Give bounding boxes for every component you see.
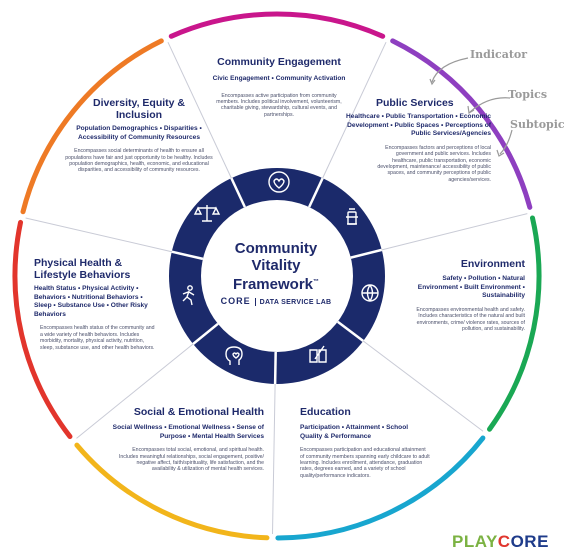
fire-hydrant-icon [346, 208, 358, 225]
arc-diversity [20, 38, 164, 215]
logo-play: PLAY [452, 532, 498, 551]
ring-divider-line [350, 248, 383, 259]
subtopics-arrow [499, 129, 513, 155]
ring-divider-line [307, 177, 324, 208]
logo-c: C [497, 532, 511, 551]
subtopics-arrowhead [496, 149, 505, 157]
segment-description: Encompasses participation and educationa… [300, 447, 430, 479]
segment-divider-line [381, 213, 528, 251]
indicator-arrowhead [429, 78, 436, 86]
segment-divider-line [25, 217, 172, 253]
core-divider [254, 298, 256, 307]
arc-physical-health [12, 219, 73, 440]
framework-title-line1: Community [234, 240, 318, 257]
head-heart-icon [225, 346, 243, 365]
globe-icon [361, 284, 379, 302]
framework-title-line2: Vitality [251, 257, 301, 274]
segment-topics: Safety • Pollution • Natural Environment… [417, 275, 525, 300]
segment-divider-line [167, 41, 232, 179]
arc-public-services [390, 38, 533, 210]
segment-title: Community Engagement [217, 56, 341, 68]
segment-divider-line [76, 343, 194, 439]
arc-social-emotional [74, 442, 270, 541]
segment-divider-line [271, 383, 276, 534]
annotation-arrows [429, 57, 513, 157]
core-logo-text: CORE [220, 296, 251, 306]
handshake-heart-icon [268, 171, 290, 193]
running-person-icon [182, 285, 195, 306]
center-disc [201, 200, 353, 352]
segment-title: Social & Emotional Health [133, 406, 264, 418]
segment-topics: Participation • Attainment • School Qual… [300, 424, 409, 440]
segment-environment: Environment Safety • Pollution • Natural… [408, 258, 525, 332]
logo-ore: ORE [510, 532, 549, 551]
segment-public-services: Public Services Healthcare • Public Tran… [346, 97, 491, 183]
inner-ring-dividers [171, 177, 383, 385]
topics-arrow [469, 97, 511, 113]
segment-divider-line [322, 41, 387, 179]
framework-title-line3: Framework [232, 276, 314, 293]
ring-divider-line [273, 351, 277, 385]
topics-annotation: Topics [508, 88, 548, 101]
segment-divider-line [362, 340, 484, 432]
segment-community-engagement: Community Engagement Civic Engagement • … [200, 56, 358, 118]
indicator-arrow [431, 57, 469, 83]
segment-description: Encompasses total social, emotional, and… [118, 447, 264, 473]
segment-description: Encompasses health status of the communi… [40, 325, 155, 351]
segment-description: Encompasses active participation from co… [216, 92, 342, 118]
segment-description: Encompasses environmental health and saf… [416, 306, 525, 332]
ring-divider-line [192, 322, 219, 345]
ring-divider-line [336, 320, 365, 342]
segment-description: Encompasses social determinants of healt… [65, 148, 213, 174]
segment-topics: Social Wellness • Emotional Wellness • S… [112, 424, 264, 440]
framework-title-line3-wrap: Framework™ [210, 274, 342, 293]
outer-color-arcs [12, 11, 542, 541]
segment-title: Education [300, 406, 351, 418]
segment-education: Education Participation • Attainment • S… [300, 406, 430, 479]
segment-dividers [25, 41, 528, 534]
segment-title: Physical Health & Lifestyle Behaviors [34, 257, 131, 281]
indicator-annotation: Indicator [470, 48, 528, 61]
segment-title: Diversity, Equity & Inclusion [93, 97, 185, 121]
ring-divider-line [230, 177, 247, 208]
segment-topics: Health Status • Physical Activity • Beha… [34, 285, 148, 318]
ring-divider-line [171, 250, 204, 261]
segment-physical-health: Physical Health & Lifestyle Behaviors He… [34, 257, 158, 351]
trademark-mark: ™ [313, 279, 320, 285]
book-pencil-icon [309, 345, 327, 363]
arc-education [275, 435, 486, 541]
segment-description: Encompasses factors and perceptions of l… [377, 144, 491, 183]
segment-diversity-equity-inclusion: Diversity, Equity & Inclusion Population… [64, 97, 214, 174]
playcore-logo: PLAYCORE [452, 532, 549, 552]
segment-topics: Civic Engagement • Community Activation [212, 75, 346, 82]
segment-topics: Population Demographics • Disparities • … [76, 125, 202, 141]
topics-arrowhead [467, 105, 475, 114]
subtopics-annotation: Subtopics [510, 118, 564, 131]
framework-title: Community Vitality Framework™ [210, 240, 342, 293]
data-service-lab-text: DATA SERVICE LAB [259, 299, 332, 306]
core-lab-label: CORE DATA SERVICE LAB [212, 296, 340, 307]
arc-environment [486, 215, 542, 432]
segment-title: Environment [460, 258, 525, 270]
segment-topics: Healthcare • Public Transportation • Eco… [346, 113, 491, 138]
segment-social-emotional-health: Social & Emotional Health Social Wellnes… [112, 406, 264, 473]
arc-community-engagement [168, 11, 386, 39]
segment-title: Public Services [376, 97, 454, 109]
balance-scale-icon [193, 205, 221, 222]
